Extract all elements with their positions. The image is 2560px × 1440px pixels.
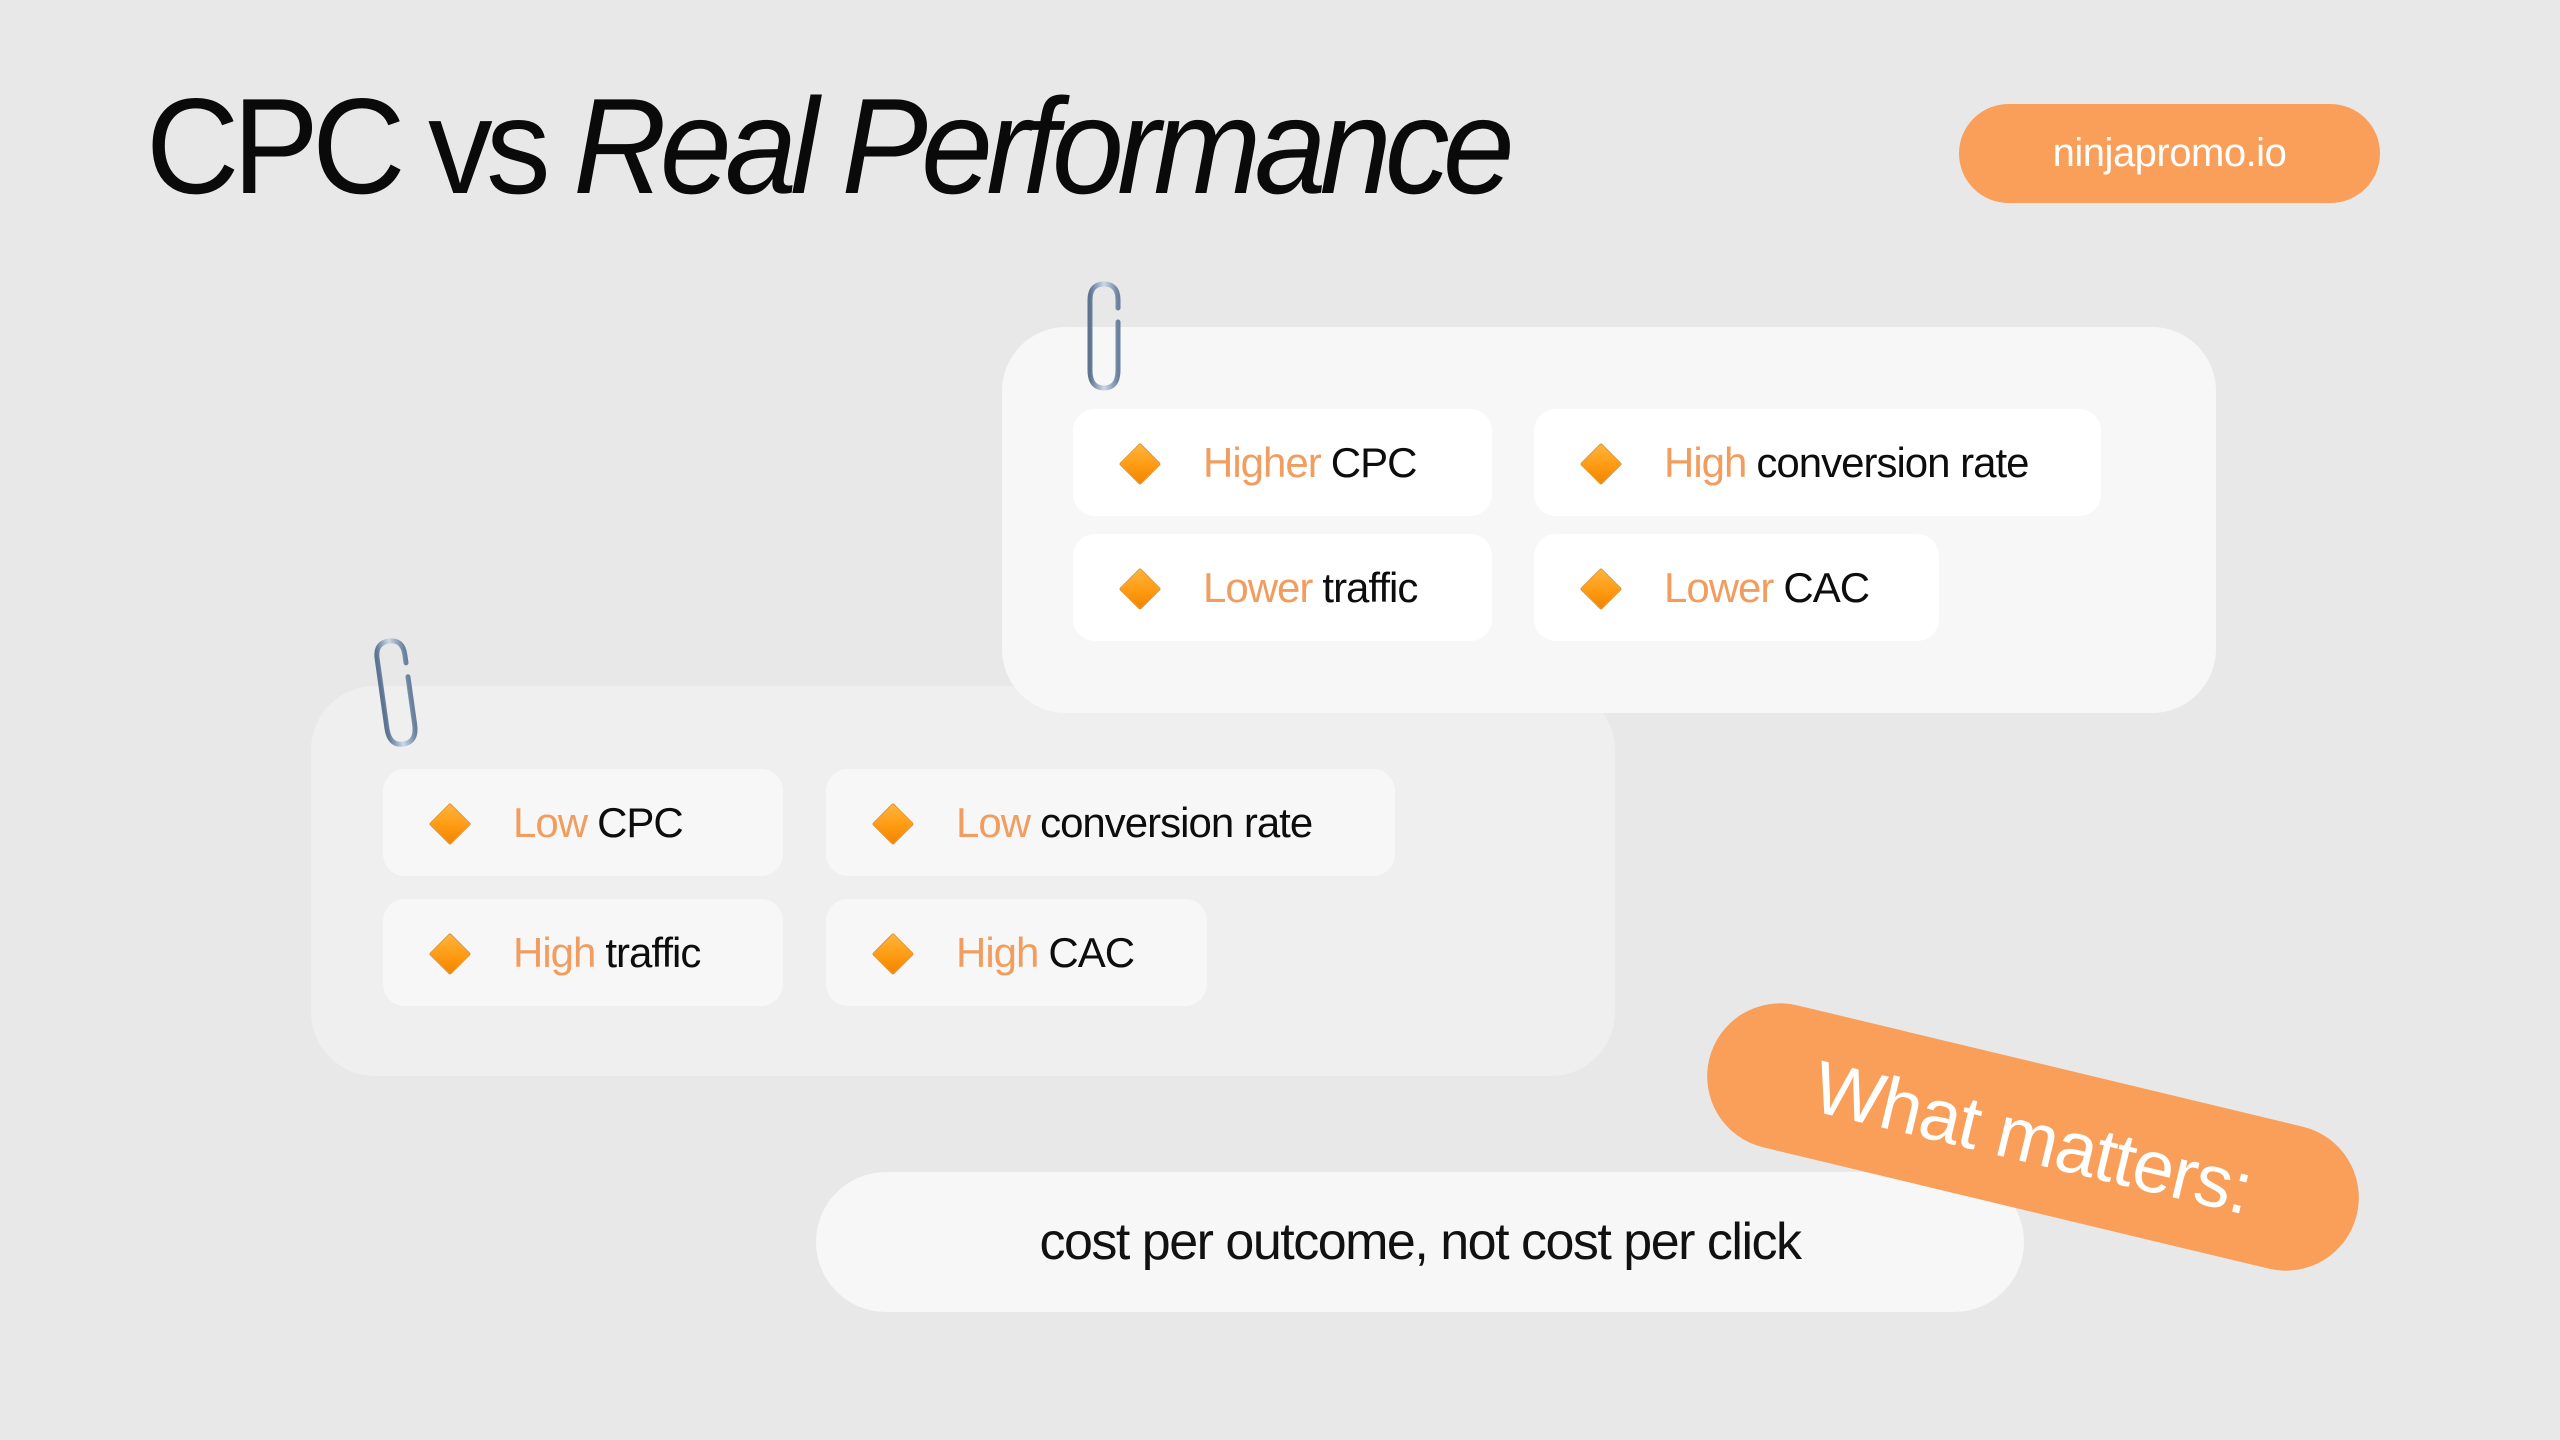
orange-diamond-icon [1119,568,1159,608]
item-accent: Low [956,798,1031,846]
item-label: conversion rate [1040,798,1313,846]
orange-diamond-icon [1119,443,1159,483]
item-accent: Higher [1203,438,1322,486]
item-accent: Lower [1203,563,1313,611]
title-plain: CPC vs [146,70,574,222]
item-label: traffic [1322,563,1418,611]
item-accent: High [1664,438,1747,486]
item-label: traffic [605,928,701,976]
orange-diamond-icon [429,933,469,973]
item-label: conversion rate [1756,438,2029,486]
item-accent: High [956,928,1039,976]
page-title: CPC vs Real Performance [146,78,1515,214]
item-label: CAC [1783,563,1870,611]
paperclip-icon [1087,281,1129,391]
orange-diamond-icon [1580,443,1620,483]
orange-diamond-icon [429,803,469,843]
item-label: CPC [597,798,684,846]
orange-diamond-icon [1580,568,1620,608]
item-accent: High [513,928,596,976]
brand-badge: ninjapromo.io [1959,104,2380,203]
title-italic: Real Performance [573,70,1514,222]
orange-diamond-icon [872,803,912,843]
conclusion-pill: cost per outcome, not cost per click [816,1172,2024,1312]
orange-diamond-icon [872,933,912,973]
paperclip-icon [374,638,426,747]
item-accent: Lower [1664,563,1774,611]
item-label: CAC [1048,928,1135,976]
item-accent: Low [513,798,588,846]
item-label: CPC [1330,438,1418,486]
